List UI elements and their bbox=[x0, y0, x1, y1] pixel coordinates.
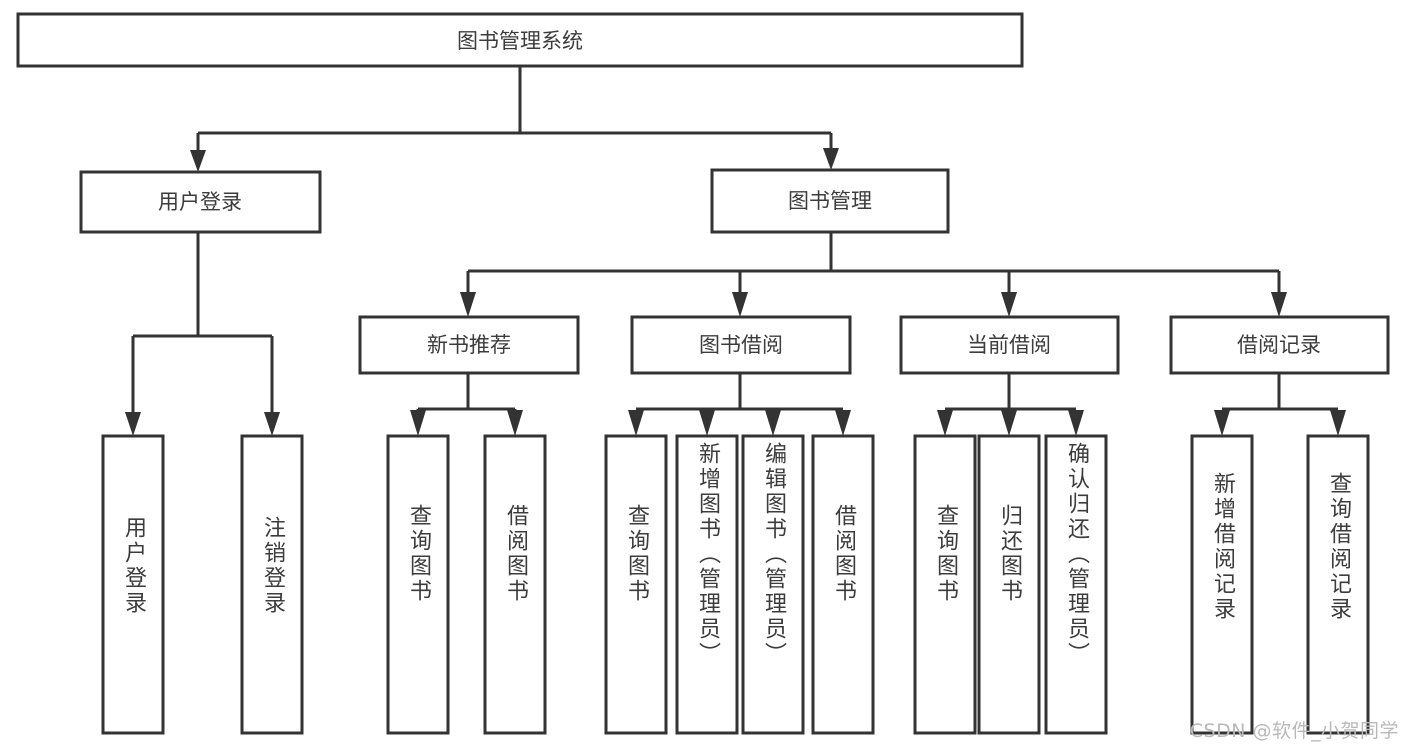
arrow-head-leaf-query-book-3 bbox=[937, 410, 953, 436]
leaf-borrow-book-2-rect[interactable] bbox=[811, 434, 875, 735]
connector-group-current-borrow bbox=[937, 373, 1084, 436]
node-book-manage-label: 图书管理 bbox=[788, 189, 872, 213]
leaf-query-book-1-rect[interactable] bbox=[386, 434, 450, 735]
arrow-head-leaf-return-book bbox=[1001, 410, 1017, 436]
arrow-head-borrow-record bbox=[1271, 292, 1287, 317]
connector-group-new-book-recommend bbox=[410, 373, 523, 436]
connector-group-book-borrow bbox=[628, 373, 851, 436]
arrow-head-book-borrow bbox=[732, 292, 748, 317]
leaf-borrow-book-1-rect[interactable] bbox=[483, 434, 547, 735]
node-current-borrow-label: 当前借阅 bbox=[967, 333, 1051, 357]
node-root-label: 图书管理系统 bbox=[457, 29, 583, 53]
node-user-login-rect[interactable] bbox=[79, 170, 322, 234]
arrow-head-new-book-recommend bbox=[460, 292, 476, 317]
arrow-head-leaf-edit-book bbox=[765, 410, 781, 436]
node-book-borrow-rect[interactable] bbox=[630, 315, 852, 375]
leaf-return-book-rect[interactable] bbox=[977, 434, 1041, 735]
leaf-query-book-2-rect[interactable] bbox=[604, 434, 668, 735]
arrow-head-book-manage bbox=[823, 148, 839, 170]
arrow-head-leaf-query-record bbox=[1330, 410, 1346, 436]
leaf-logout-login-rect[interactable] bbox=[240, 434, 304, 735]
leaf-boxes bbox=[101, 434, 1370, 735]
arrow-head-leaf-confirm-return bbox=[1068, 410, 1084, 436]
leaf-user-login-rect[interactable] bbox=[101, 434, 165, 735]
node-user-login-label: 用户登录 bbox=[158, 190, 242, 214]
leaf-add-book-rect[interactable] bbox=[675, 434, 739, 735]
connector-group-borrow-record bbox=[1214, 373, 1346, 436]
leaf-edit-book-rect[interactable] bbox=[741, 434, 805, 735]
leaf-confirm-return-rect[interactable] bbox=[1044, 434, 1108, 735]
node-borrow-record[interactable]: 借阅记录 bbox=[1169, 315, 1390, 375]
node-book-manage[interactable]: 图书管理 bbox=[710, 168, 950, 234]
connector-group-root bbox=[190, 66, 839, 172]
leaf-query-record-rect[interactable] bbox=[1306, 434, 1370, 735]
node-book-borrow[interactable]: 图书借阅 bbox=[630, 315, 852, 375]
node-new-book-recommend-rect[interactable] bbox=[358, 315, 580, 375]
node-borrow-record-rect[interactable] bbox=[1169, 315, 1390, 375]
arrow-head-user-login bbox=[190, 150, 206, 172]
arrow-head-leaf-add-record bbox=[1214, 410, 1230, 436]
node-root-rect[interactable] bbox=[16, 12, 1024, 68]
arrow-head-leaf-logout-login bbox=[264, 412, 280, 436]
node-new-book-recommend-label: 新书推荐 bbox=[427, 333, 511, 357]
node-user-login[interactable]: 用户登录 bbox=[79, 170, 322, 234]
leaf-query-book-3-rect[interactable] bbox=[913, 434, 977, 735]
arrow-head-leaf-user-login bbox=[125, 412, 141, 436]
arrow-head-leaf-query-book-1 bbox=[410, 410, 426, 436]
node-borrow-record-label: 借阅记录 bbox=[1237, 333, 1321, 357]
csdn-watermark: CSDN @软件_小贺同学 bbox=[1189, 720, 1399, 742]
node-current-borrow-rect[interactable] bbox=[899, 315, 1120, 375]
arrow-head-leaf-borrow-book-1 bbox=[507, 410, 523, 436]
node-book-borrow-label: 图书借阅 bbox=[699, 333, 783, 357]
connector-group-book-manage bbox=[460, 232, 1287, 317]
arrow-head-leaf-borrow-book-2 bbox=[835, 410, 851, 436]
node-new-book-recommend[interactable]: 新书推荐 bbox=[358, 315, 580, 375]
connector-group-user-login bbox=[125, 232, 280, 436]
node-root[interactable]: 图书管理系统 bbox=[16, 12, 1024, 68]
node-book-manage-rect[interactable] bbox=[710, 168, 950, 234]
arrow-head-current-borrow bbox=[1001, 292, 1017, 317]
arrow-head-leaf-query-book-2 bbox=[628, 410, 644, 436]
node-current-borrow[interactable]: 当前借阅 bbox=[899, 315, 1120, 375]
arrow-head-leaf-add-book bbox=[699, 410, 715, 436]
leaf-add-record-rect[interactable] bbox=[1190, 434, 1254, 735]
